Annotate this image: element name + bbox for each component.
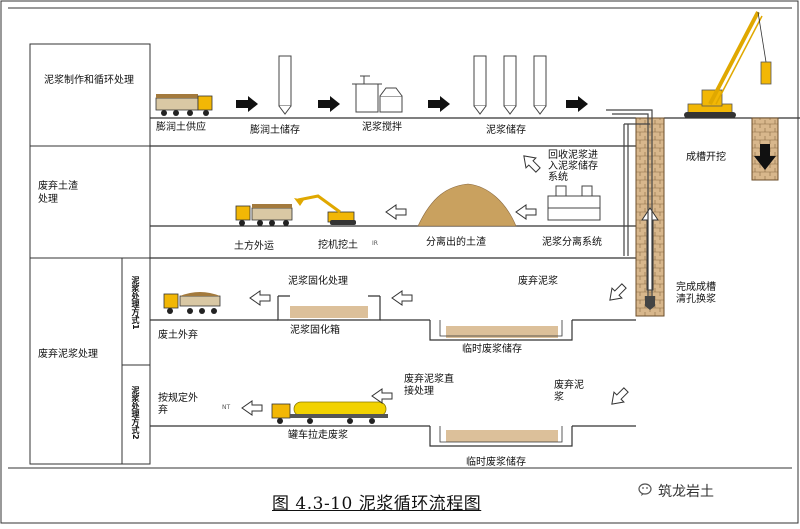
label-earth-transport: 土方外运	[234, 241, 274, 252]
flow-arrow	[249, 290, 271, 306]
wechat-icon	[638, 483, 652, 496]
figure-caption: 图 4.3-10 泥浆循环流程图	[272, 494, 482, 514]
soil-pile-icon	[417, 183, 517, 227]
flow-arrow	[428, 96, 450, 112]
flow-arrow	[371, 388, 393, 404]
label-slurry-storage: 泥浆储存	[486, 125, 526, 136]
solidify-box-icon	[277, 295, 381, 321]
row-label-slurry-waste: 废弃泥浆处理	[38, 349, 98, 360]
mixer-icon	[352, 75, 403, 113]
flow-arrow	[236, 96, 258, 112]
dump-truck-icon	[163, 292, 221, 314]
mark-nt: NT	[222, 404, 231, 411]
tank-icon	[429, 426, 573, 447]
label-slurry-solidify: 泥浆固化处理	[288, 276, 348, 287]
flow-arrow	[241, 400, 263, 416]
flow-arrow	[611, 387, 629, 405]
label-temp-storage-2: 临时废浆储存	[466, 457, 526, 468]
excavator-icon	[294, 194, 356, 225]
label-temp-storage-1: 临时废浆储存	[462, 344, 522, 355]
flow-arrow	[566, 96, 588, 112]
label-excavator-loading: 挖机挖土	[318, 240, 358, 251]
label-direct-treatment: 废弃泥浆直 接处理	[404, 374, 454, 397]
method-1-label: 泥浆处理方式1	[131, 276, 140, 330]
flow-arrow	[523, 155, 541, 173]
method-2-label: 泥浆处理方式2	[131, 386, 140, 440]
row-label-soil-waste: 废弃土渣 处理	[38, 181, 78, 205]
slurry-pipes	[606, 109, 653, 300]
flow-arrows	[236, 96, 629, 416]
label-trench-complete: 完成成槽 清孔换浆	[676, 282, 716, 305]
label-regulated-disposal: 按规定外 弃	[158, 393, 198, 416]
dump-truck-icon	[155, 94, 213, 116]
flow-arrow	[609, 283, 627, 301]
row-label-slurry-prep: 泥浆制作和循环处理	[44, 75, 134, 86]
tank-icon	[429, 320, 573, 341]
label-separation-system: 泥浆分离系统	[542, 237, 602, 248]
trench-up-arrow	[641, 207, 659, 291]
label-waste-slurry-1: 废弃泥浆	[518, 276, 558, 287]
watermark-text: 筑龙岩土	[658, 484, 714, 500]
label-bentonite-supply: 膨润土供应	[156, 122, 206, 133]
label-separated-soil: 分离出的土渣	[426, 237, 486, 248]
row-header-grid	[29, 43, 151, 465]
flow-arrow	[318, 96, 340, 112]
separator-icon	[547, 185, 601, 221]
flow-arrow	[385, 204, 407, 220]
right-excavation-trench	[751, 117, 779, 181]
ground-lines	[150, 117, 800, 427]
flow-arrow	[391, 290, 413, 306]
label-waste-slurry-2: 废弃泥 浆	[554, 380, 584, 403]
dump-truck-icon	[235, 204, 293, 226]
flow-arrow	[515, 204, 537, 220]
crane-icon	[684, 11, 772, 118]
silo-icon	[278, 55, 547, 115]
mark-ir: IR	[372, 240, 378, 247]
label-solidify-box: 泥浆固化箱	[290, 325, 340, 336]
label-recycle-slurry: 回收泥浆进 入泥浆储存 系统	[548, 150, 598, 183]
tanker-truck-icon	[271, 401, 388, 424]
label-bentonite-storage: 膨润土储存	[250, 125, 300, 136]
label-soil-disposal: 废土外弃	[158, 330, 198, 341]
label-tanker: 罐车拉走废浆	[288, 430, 348, 441]
label-slurry-mixing: 泥浆搅拌	[362, 122, 402, 133]
label-trench-excavation: 成槽开挖	[686, 152, 726, 163]
